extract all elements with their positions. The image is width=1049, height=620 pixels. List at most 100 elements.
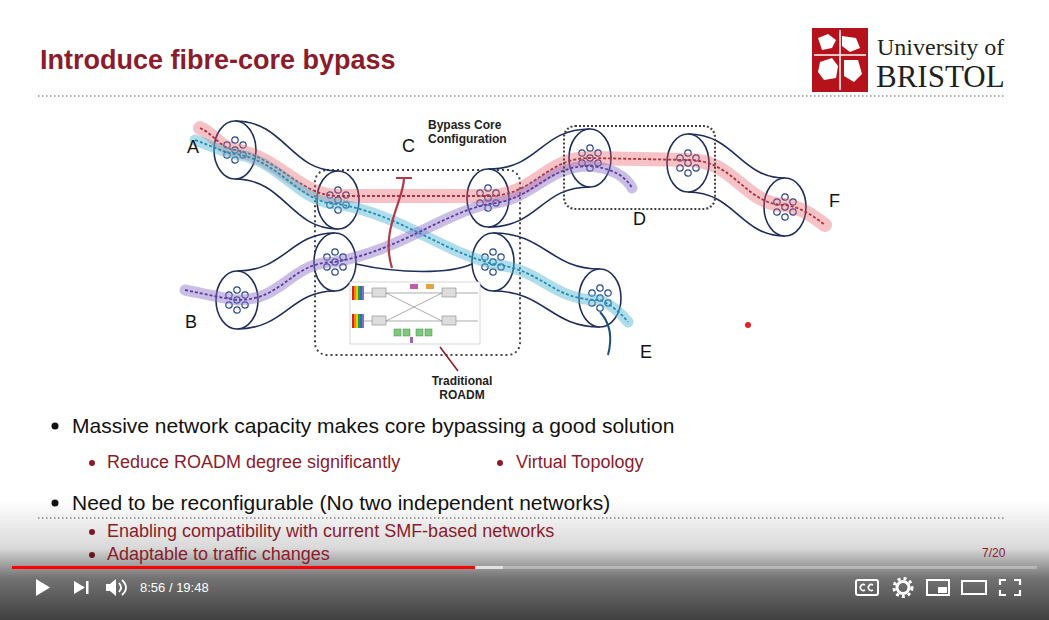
wavelength-bar [354, 314, 356, 328]
bypass-leader [389, 178, 412, 268]
label-slot: BRISTOL [876, 58, 1005, 95]
label-slot: Bypass Core Configuration [428, 118, 520, 147]
crest-divider [814, 54, 866, 56]
port-letter: A [187, 137, 199, 159]
red-core-line [200, 128, 825, 225]
signal-bar [410, 284, 418, 289]
bullet-marker [52, 423, 59, 430]
crest-emblem [818, 34, 836, 50]
next-icon [74, 581, 85, 594]
signal-bar [410, 337, 413, 343]
wavelength-bar [358, 314, 360, 328]
bullet-text: Need to be reconfigurable (No two indepe… [72, 490, 610, 515]
region-letter: D [565, 209, 714, 231]
pointer-dot [745, 322, 751, 328]
label-slot: 8:56 / 19:48 [140, 580, 209, 596]
title-rule [38, 95, 1005, 96]
wavelength-bar [356, 286, 358, 300]
wavelength-bar [362, 286, 364, 300]
label-slot: Reduce ROADM degree significantly [107, 453, 400, 473]
label-slot: E [640, 342, 652, 364]
wavelength-bar [352, 286, 354, 300]
slide-number: 7/20 [982, 546, 1005, 560]
label-slot: Need to be reconfigurable (No two indepe… [72, 490, 610, 515]
volume-icon [106, 579, 116, 596]
sub-bullet-text: Enabling compatibility with current SMF-… [107, 522, 554, 542]
port-letter: C [402, 136, 415, 158]
label-slot: Massive network capacity makes core bypa… [72, 413, 674, 438]
wss-block [442, 316, 456, 325]
title-slot: Introduce fibre-core bypass [40, 44, 396, 76]
sub-bullet-text: Adaptable to traffic changes [107, 545, 330, 565]
bullet-marker [497, 460, 503, 466]
wavelength-bar [360, 286, 362, 300]
progress-buffer [475, 566, 503, 569]
label-slot: A [187, 137, 199, 159]
port-letter: B [185, 312, 197, 334]
wavelength-bar [354, 286, 356, 300]
crest-emblem [818, 58, 838, 80]
player-shade [0, 500, 1049, 620]
crest-emblem [844, 60, 862, 82]
sub-bullet-text: Reduce ROADM degree significantly [107, 453, 400, 473]
fibre-tail [600, 312, 610, 355]
transceiver [394, 329, 401, 336]
wss-block [372, 316, 386, 325]
label-slot: F [829, 191, 840, 213]
slide-title: Introduce fibre-core bypass [40, 44, 396, 76]
dotted-region: D [563, 125, 716, 210]
fullscreen-icon [1000, 580, 1020, 595]
fibre-cables [235, 121, 785, 329]
wavelength-bar [352, 314, 354, 328]
play-icon [36, 579, 50, 596]
settings-icon [894, 579, 912, 597]
wss-block [372, 288, 386, 297]
bullet-text: Massive network capacity makes core bypa… [72, 413, 674, 438]
bullet-marker [89, 460, 95, 466]
red-core-path [200, 128, 825, 225]
port-letter: E [640, 342, 652, 364]
transceiver [416, 329, 423, 336]
callout-text: Traditional ROADM [420, 374, 504, 403]
roadm-schematic [350, 282, 480, 344]
wavelength-bar [360, 314, 362, 328]
label-slot: 7/20 [982, 546, 1005, 560]
schematic-wiring [364, 293, 478, 321]
label-slot: Virtual Topology [516, 453, 643, 473]
label-slot: C [402, 136, 415, 158]
wss-block [442, 288, 456, 297]
logo-text: BRISTOL [876, 58, 1005, 95]
progress-track [12, 566, 1037, 569]
label-slot: Traditional ROADM [420, 374, 504, 403]
miniplayer-icon [938, 587, 947, 593]
label-slot: University of [877, 33, 1004, 62]
fibre-strand [356, 264, 472, 272]
wavelength-bar [358, 286, 360, 300]
signal-bar [426, 284, 434, 289]
schematic-frame [350, 282, 480, 344]
miniplayer-icon [927, 580, 949, 595]
next-icon [86, 581, 89, 594]
crest [812, 28, 868, 92]
wavelength-bar [362, 314, 364, 328]
settings-icon [897, 582, 909, 594]
progress-played [12, 566, 475, 569]
crest-divider [839, 30, 841, 90]
crest-emblem [842, 36, 860, 52]
label-slot: Adaptable to traffic changes [107, 545, 330, 565]
label-slot: Enabling compatibility with current SMF-… [107, 522, 554, 542]
video-time: 8:56 / 19:48 [140, 580, 209, 596]
transceiver [403, 329, 410, 336]
logo-text: University of [877, 33, 1004, 62]
sub-bullet-text: Virtual Topology [516, 453, 643, 473]
theater-icon [962, 581, 986, 594]
volume-icon [119, 580, 126, 595]
captions-icon [860, 585, 873, 591]
captions-icon [856, 580, 878, 595]
roadm-leader [440, 347, 458, 371]
transceiver [425, 329, 432, 336]
label-slot: B [185, 312, 197, 334]
callout-text: Bypass Core Configuration [428, 118, 520, 147]
